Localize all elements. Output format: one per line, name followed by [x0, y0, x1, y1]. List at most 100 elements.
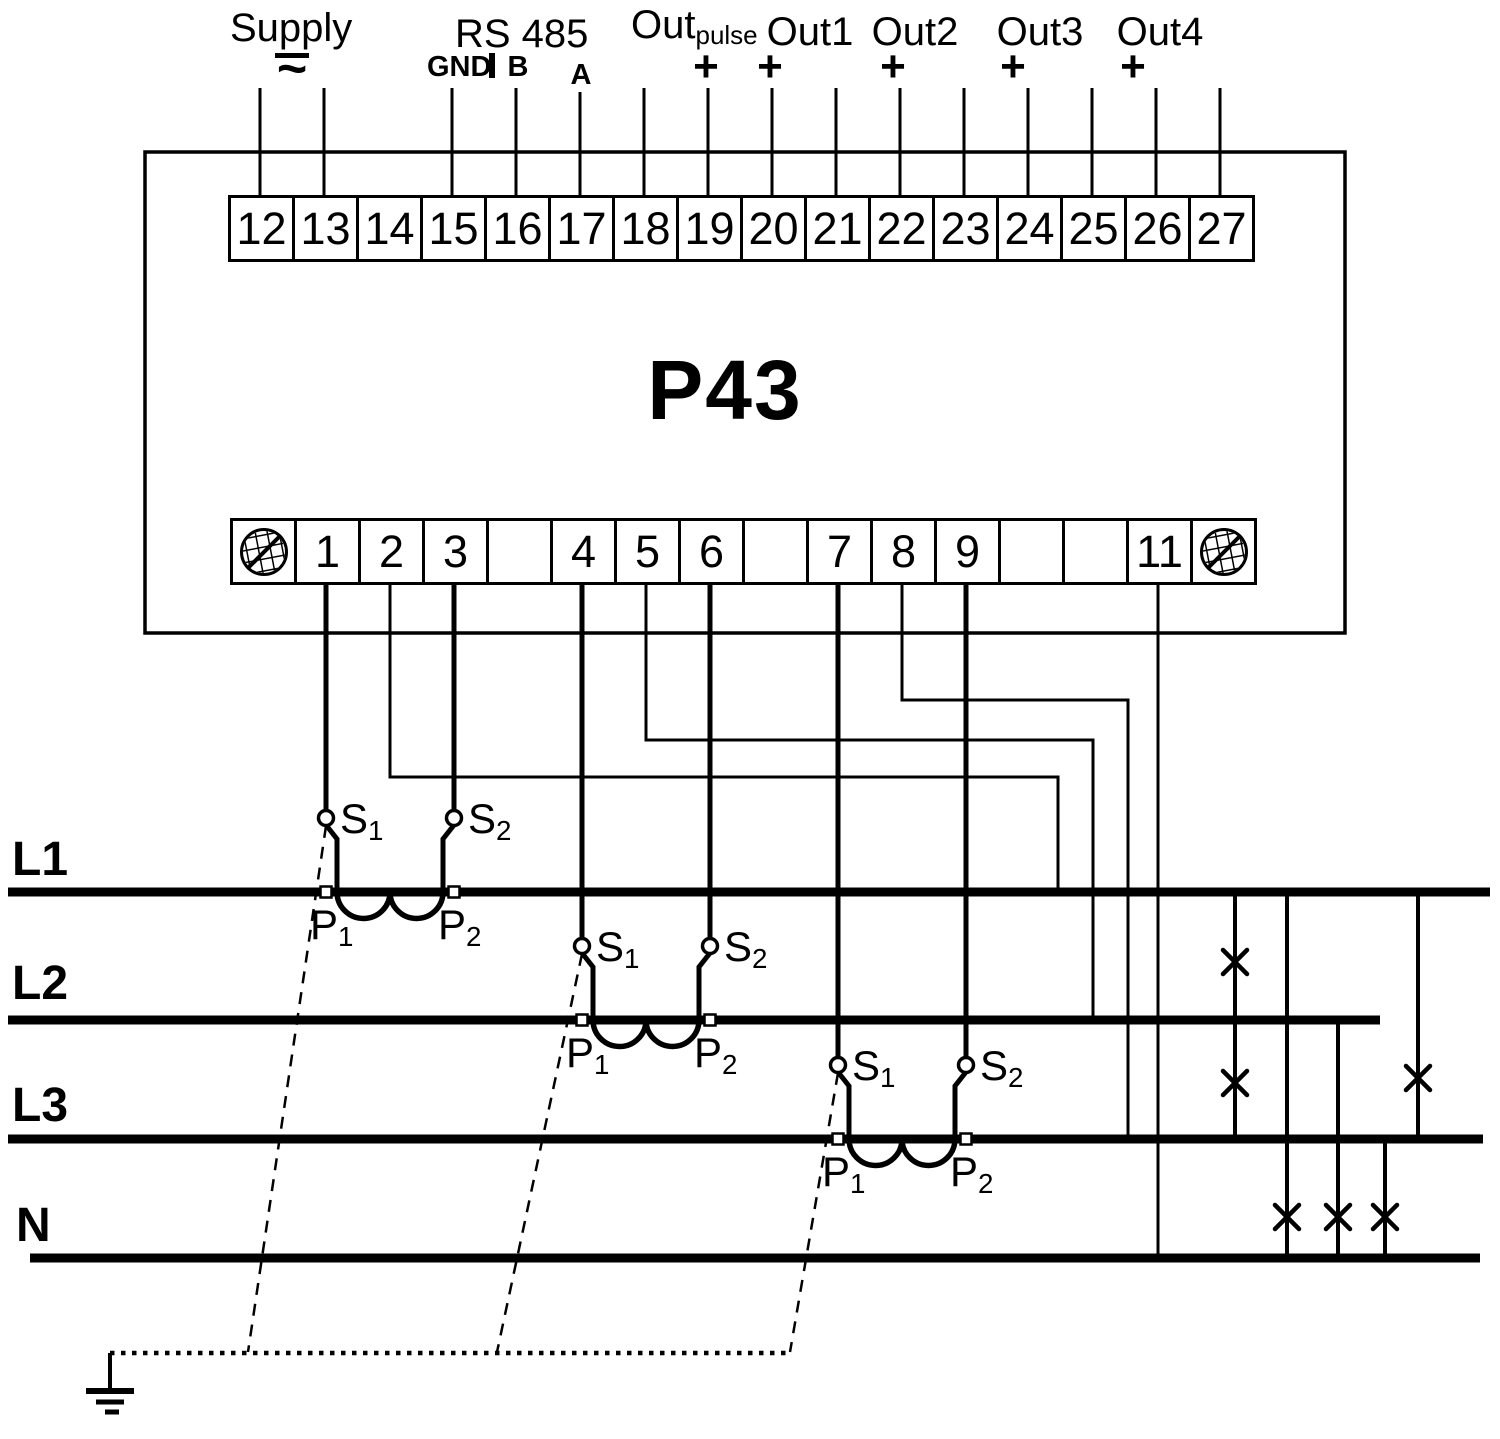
- fuse-x: [1323, 1202, 1353, 1232]
- tap-terminal8-l3: [900, 583, 1130, 1139]
- top-terminal-16: 16: [484, 195, 551, 262]
- top-terminal-23: 23: [932, 195, 999, 262]
- ct-l1: [316, 808, 464, 922]
- bottom-terminal-blank-2: [742, 518, 809, 585]
- fuse-x: [1403, 1063, 1433, 1093]
- top-terminal-17: 17: [548, 195, 615, 262]
- top-terminal-leads: [258, 88, 1222, 198]
- bus-lines: [8, 887, 1490, 1263]
- top-terminal-20: 20: [740, 195, 807, 262]
- ct-l1-s1-terminal: [316, 808, 336, 828]
- rs485-a-label: A: [570, 59, 592, 91]
- gnd-b-divider: [489, 53, 495, 78]
- ct2-s2-label: S2: [724, 923, 768, 974]
- top-terminal-14: 14: [356, 195, 423, 262]
- ct2-p2-label: P2: [694, 1029, 738, 1080]
- bottom-terminal-blank-1: [486, 518, 553, 585]
- bottom-terminal-9: 9: [934, 518, 1001, 585]
- out4-label: Out4: [1116, 10, 1204, 54]
- seal-screw-right: [1190, 518, 1257, 585]
- top-terminal-26: 26: [1124, 195, 1191, 262]
- ct-secondary-wires: [323, 583, 969, 1059]
- bottom-terminal-blank-3: [998, 518, 1065, 585]
- out1-plus: +: [757, 42, 783, 91]
- ac-dc-tilde: ~: [270, 58, 314, 82]
- fuse-x: [1272, 1202, 1302, 1232]
- out1-label: Out1: [766, 10, 854, 54]
- ac-dc-bar: [275, 53, 309, 58]
- out-pulse-plus: +: [693, 42, 719, 91]
- bottom-terminal-7: 7: [806, 518, 873, 585]
- bottom-terminal-8: 8: [870, 518, 937, 585]
- fuse-x: [1370, 1202, 1400, 1232]
- ct1-p2-label: P2: [438, 901, 482, 952]
- bus-label-l3: L3: [12, 1079, 69, 1132]
- ct-l3-s1-terminal: [828, 1055, 848, 1075]
- rs485-b-label: B: [507, 51, 529, 83]
- out3-label: Out3: [996, 10, 1084, 54]
- ct-l2: [572, 936, 720, 1050]
- bottom-terminal-3: 3: [422, 518, 489, 585]
- bus-label-l2: L2: [12, 957, 69, 1010]
- ct3-p2-label: P2: [950, 1148, 994, 1199]
- seal-screw-icon: [239, 527, 288, 576]
- ct-earth-dashed-wires: [246, 825, 840, 1353]
- ct-l3-winding: [846, 1138, 958, 1169]
- fuse-x: [1220, 1068, 1250, 1098]
- ct-l1-winding: [334, 891, 446, 922]
- earth-symbol: [86, 1353, 134, 1415]
- ct1-s1-label: S1: [340, 795, 384, 846]
- ct3-s1-label: S1: [852, 1042, 896, 1093]
- top-terminal-21: 21: [804, 195, 871, 262]
- ct-l2-winding: [590, 1019, 702, 1050]
- ct-l2-p1-node: [575, 1013, 589, 1027]
- ct-l1-p2-node: [447, 885, 461, 899]
- fuse-marks: [1220, 947, 1433, 1232]
- rs485-gnd-label: GND: [427, 51, 492, 83]
- tap-terminal2-l1: [388, 583, 1060, 892]
- bottom-terminal-blank-4: [1062, 518, 1129, 585]
- out2-label: Out2: [871, 10, 959, 54]
- ct-l2-s2-terminal: [700, 936, 720, 956]
- seal-screw-left: [230, 518, 297, 585]
- top-terminal-27: 27: [1188, 195, 1255, 262]
- ct3-s2-label: S2: [980, 1042, 1024, 1093]
- ct-l1-s2-terminal: [444, 808, 464, 828]
- top-terminal-25: 25: [1060, 195, 1127, 262]
- device-name: P43: [647, 343, 803, 437]
- bottom-terminal-1: 1: [294, 518, 361, 585]
- top-terminal-22: 22: [868, 195, 935, 262]
- ct-l3: [828, 1055, 976, 1169]
- bottom-terminal-2: 2: [358, 518, 425, 585]
- top-terminal-19: 19: [676, 195, 743, 262]
- bus-label-l1: L1: [12, 833, 69, 886]
- out4-plus: +: [1120, 42, 1146, 91]
- device-outline: [143, 150, 1347, 635]
- rs485-label: RS 485: [455, 12, 589, 56]
- fuse-x: [1220, 947, 1250, 977]
- top-terminal-15: 15: [420, 195, 487, 262]
- top-terminal-12: 12: [228, 195, 295, 262]
- out-pulse-main: Out: [631, 3, 696, 47]
- bottom-terminal-6: 6: [678, 518, 745, 585]
- supply-label: Supply: [230, 6, 353, 50]
- ac-dc-symbol: ~: [270, 53, 314, 82]
- out2-plus: +: [880, 42, 906, 91]
- ct3-p1-label: P1: [822, 1148, 866, 1199]
- ct-l1-p1-node: [319, 885, 333, 899]
- out-pulse-label: Outpulse: [631, 3, 758, 48]
- ct2-p1-label: P1: [566, 1029, 610, 1080]
- ct2-s1-label: S1: [596, 923, 640, 974]
- top-terminal-13: 13: [292, 195, 359, 262]
- tap-terminal5-l2: [644, 583, 1095, 1020]
- seal-screw-icon: [1199, 527, 1248, 576]
- ct-l2-s1-terminal: [572, 936, 592, 956]
- ct-l2-p2-node: [703, 1013, 717, 1027]
- bus-label-n: N: [16, 1199, 51, 1252]
- top-terminal-24: 24: [996, 195, 1063, 262]
- bottom-terminal-11: 11: [1126, 518, 1193, 585]
- ct-l3-p1-node: [831, 1132, 845, 1146]
- out-pulse-sub: pulse: [695, 20, 758, 51]
